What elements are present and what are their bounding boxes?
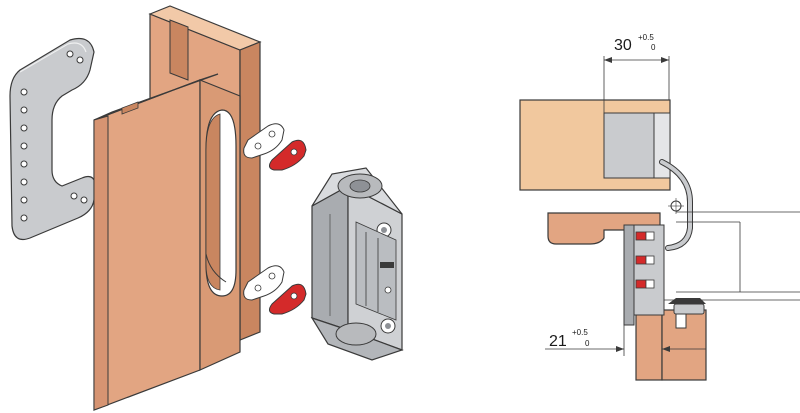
concealed-hinge [310,167,404,361]
dimension-bottom-value: 21 [549,333,567,350]
dimension-bottom [545,320,706,356]
brand-label-mark [380,262,394,268]
dimension-top-tol-upper: +0.5 [638,33,654,42]
clip-pair-top [243,123,307,171]
section-view: 30 +0.5 0 21 +0.5 0 [519,33,800,381]
screw-detail [668,298,706,329]
clip-pair-bottom [243,265,307,315]
dimension-top [603,56,670,113]
dimension-bottom-tol-upper: +0.5 [572,328,588,337]
mounting-plate [9,37,97,241]
wooden-frame [93,5,262,411]
frame-rebate-section [547,212,661,245]
dimension-top-value: 30 [614,37,632,54]
dimension-top-tol-lower: 0 [651,43,656,52]
dimension-bottom-tol-lower: 0 [585,339,590,348]
